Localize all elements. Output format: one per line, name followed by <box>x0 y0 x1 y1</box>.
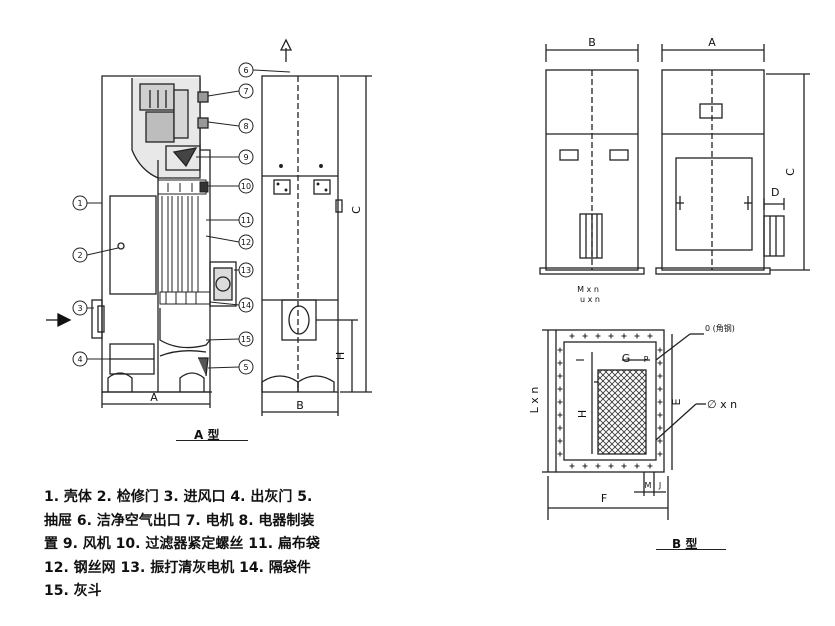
bolt-hole <box>657 451 663 457</box>
outlet-arrow <box>279 38 293 62</box>
bolt-hole <box>557 386 563 392</box>
callout-number: 3 <box>77 304 82 313</box>
filter-bags <box>157 179 211 305</box>
bolt-hole <box>647 463 653 469</box>
caption-type-a: A 型 <box>194 428 220 442</box>
bolt-hole <box>557 360 563 366</box>
dim-d-label: D <box>771 186 779 199</box>
callout-number: 6 <box>243 66 248 75</box>
bolt-hole <box>621 333 627 339</box>
bolt-hole <box>557 438 563 444</box>
controls <box>197 91 209 103</box>
bolt-hole <box>557 425 563 431</box>
callout-number: 14 <box>241 301 251 310</box>
type-b-plan-view <box>542 329 706 520</box>
type-a-front-view <box>261 38 372 416</box>
dim-b-label: B <box>296 399 304 412</box>
legend-line: 12. 钢丝网 13. 振打清灰电机 14. 隔袋件 <box>44 559 311 576</box>
bolt-hole <box>595 333 601 339</box>
dim-uxn-label: u x n <box>580 295 600 304</box>
type-b-side-view <box>655 44 810 275</box>
dim-h-label: H <box>334 352 347 360</box>
callout-number: 8 <box>243 122 248 131</box>
bolt-hole <box>557 373 563 379</box>
legend-line: 15. 灰斗 <box>44 583 102 599</box>
dim-a-label: A <box>150 391 158 404</box>
callout-number: 13 <box>241 266 251 275</box>
callout-number: 12 <box>241 238 251 247</box>
callout-number: 15 <box>241 335 251 344</box>
dim-c-label-2: C <box>784 168 797 176</box>
bolt-hole <box>582 333 588 339</box>
dim-p-label: P <box>644 355 649 364</box>
bolt-hole <box>657 386 663 392</box>
inlet-flange <box>91 299 103 339</box>
type-a-section-view <box>46 75 237 408</box>
caption-type-b: B 型 <box>672 537 698 551</box>
dim-h-label-2: H <box>576 410 589 418</box>
callout-number: 4 <box>77 355 82 364</box>
dim-i-label: I <box>574 358 587 361</box>
bolt-hole <box>657 360 663 366</box>
inspection-door <box>109 195 157 295</box>
legend-line: 置 9. 风机 10. 过滤器紧定螺丝 11. 扁布袋 <box>44 536 320 552</box>
bolt-hole <box>657 347 663 353</box>
bolt-hole <box>657 425 663 431</box>
bolt-hole <box>608 463 614 469</box>
bolt-hole <box>647 333 653 339</box>
hopper <box>159 308 211 349</box>
dim-c-label: C <box>350 206 363 214</box>
caption-type-b-rule <box>656 549 726 550</box>
angle-steel-label: 0 (角钢) <box>705 323 735 333</box>
callouts <box>72 62 291 375</box>
callout-number: 11 <box>241 216 251 225</box>
callout-number: 7 <box>243 87 248 96</box>
bolt-hole <box>634 333 640 339</box>
dim-a-label-2: A <box>708 36 716 49</box>
dim-b-label-2: B <box>588 36 596 49</box>
hole-dia-label: ∅ x n <box>707 398 737 411</box>
bolt-hole <box>595 463 601 469</box>
bolt-hole <box>657 412 663 418</box>
bolt-hole <box>557 451 563 457</box>
dim-lxn-label: L x n <box>528 387 541 414</box>
dim-m-label: M <box>645 481 652 490</box>
fan <box>172 147 198 168</box>
dim-f-label: F <box>601 492 607 505</box>
bolt-hole <box>569 333 575 339</box>
bolt-hole <box>569 463 575 469</box>
bolt-hole <box>657 373 663 379</box>
bolt-hole <box>557 412 563 418</box>
bolt-hole <box>608 333 614 339</box>
bolt-hole <box>582 463 588 469</box>
dimension-labels: A B C H B A C D M x n u x n L x n F E G … <box>150 36 797 505</box>
bolt-hole <box>657 438 663 444</box>
parts-legend: 1. 壳体 2. 检修门 3. 进风口 4. 出灰门 5. 抽屉 6. 洁净空气出… <box>44 486 404 604</box>
caption-type-a-rule <box>176 440 248 441</box>
callout-number: 9 <box>243 153 248 162</box>
callout-number: 2 <box>77 251 82 260</box>
callout-number: 10 <box>241 182 251 191</box>
type-b-front-view <box>539 44 645 275</box>
legend-line: 抽屉 6. 洁净空气出口 7. 电机 8. 电器制装 <box>44 512 315 529</box>
callout-number: 1 <box>77 199 82 208</box>
dim-e-label: E <box>670 398 683 405</box>
motor <box>139 83 175 111</box>
legend-line: 1. 壳体 2. 检修门 3. 进风口 4. 出灰门 5. <box>44 489 313 505</box>
dim-g-label: G <box>622 352 631 365</box>
bolt-hole <box>557 399 563 405</box>
bolt-hole <box>621 463 627 469</box>
callout-number: 5 <box>243 363 248 372</box>
hatched-opening <box>597 369 647 455</box>
dim-j-label: J <box>658 481 661 490</box>
vibration-motor <box>209 261 237 307</box>
inlet-arrow <box>46 312 72 328</box>
bolt-hole <box>657 399 663 405</box>
bolt-hole <box>557 347 563 353</box>
dim-mxn-label: M x n <box>577 285 599 294</box>
bolt-hole <box>634 463 640 469</box>
